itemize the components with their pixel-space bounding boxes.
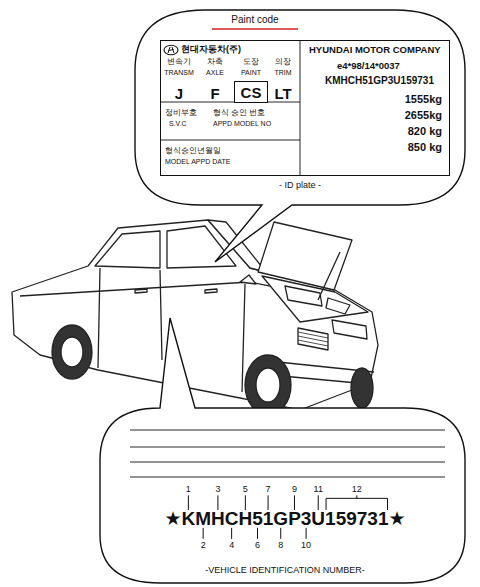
plate-text: TRIM: [274, 69, 291, 77]
callout-tick: [188, 495, 189, 510]
wheel: [245, 355, 291, 415]
paint-code-box: CS: [234, 81, 268, 103]
callout-number: 4: [229, 540, 234, 550]
plate-text: KMHCH51GP3U159731: [325, 75, 434, 87]
callout-tick: [245, 495, 246, 510]
callout-bubble: [100, 318, 465, 583]
callout-number: 3: [215, 484, 220, 494]
plate-text: e4*98/14*0037: [337, 61, 400, 72]
car-body: [12, 220, 378, 410]
callout-tick: [217, 495, 218, 510]
plate-text: 변속기: [167, 58, 191, 67]
vin-text: ★KMHCH51GP3U159731★: [164, 508, 405, 530]
id-plate: 현대자동차(주) HYUNDAI MOTOR COMPANY 변속기 차축 도장 의장 TR…: [160, 40, 450, 176]
plate-text: 도장: [243, 58, 259, 67]
plate-text: 정비부호: [165, 109, 197, 118]
wheel: [351, 368, 373, 408]
door-handle: [135, 289, 217, 293]
plate-text: 차축: [207, 58, 223, 67]
plate-text: J: [175, 85, 183, 102]
plate-caption: - ID plate -: [279, 180, 321, 190]
hyundai-logo: [164, 45, 178, 55]
callout-number: 9: [292, 484, 297, 494]
plate-divider: [300, 40, 301, 176]
headlight: [332, 320, 367, 339]
callout-tick: [318, 495, 319, 510]
plate-text: 850 kg: [408, 141, 442, 154]
plate-text: MODEL APPD DATE: [165, 158, 230, 166]
grille: [298, 328, 328, 350]
callout-tick: [257, 528, 258, 539]
callout-number: 6: [255, 540, 260, 550]
plate-text: TRANSM: [164, 69, 194, 77]
wheel-rim: [256, 368, 280, 402]
callout-number: 10: [301, 540, 311, 550]
hood-prop: [318, 252, 340, 300]
plate-text: F: [210, 85, 219, 102]
plate-text: 2655kg: [405, 109, 442, 122]
plate-text: 1555kg: [405, 93, 442, 106]
ruled-line: [130, 462, 445, 463]
vin-caption: -VEHICLE IDENTIFICATION NUMBER-: [205, 565, 364, 575]
callout-number: 2: [201, 540, 206, 550]
callout-tick: [268, 495, 269, 510]
callout-tick: [203, 528, 204, 539]
plate-text: APPD MODEL NO: [213, 120, 271, 128]
callout-bubble: [135, 10, 465, 262]
plate-text: AXLE: [206, 69, 224, 77]
callout-tick: [294, 495, 295, 510]
wheel: [52, 325, 92, 379]
plate-rule: [160, 140, 300, 141]
callout-tick: [231, 528, 232, 539]
engine: [285, 286, 350, 314]
mirror: [240, 275, 256, 284]
callout-number: 12: [352, 484, 362, 494]
paint-code: CS: [235, 84, 267, 101]
callout-number: 5: [243, 484, 248, 494]
plate-text: HYUNDAI MOTOR COMPANY: [309, 45, 441, 56]
plate-text: 현대자동차(주): [181, 44, 241, 54]
plate-text: 형식승인년월일: [165, 147, 221, 156]
callout-number: 1: [186, 484, 191, 494]
ruled-line: [130, 430, 445, 431]
grille-bars: [298, 332, 328, 346]
plate-text: S.V.C: [169, 120, 187, 128]
plate-text: LT: [274, 85, 291, 102]
plate-text: 820 kg: [408, 125, 442, 138]
wheel-rim: [61, 337, 83, 367]
plate-text: PAINT: [241, 69, 261, 77]
callout-number: 8: [278, 540, 283, 550]
hyundai-logo: [168, 47, 174, 53]
paint-code-underline: [212, 28, 298, 30]
paint-code-label: Paint code: [231, 14, 278, 26]
ruled-line: [130, 447, 445, 448]
plate-text: 의장: [275, 58, 291, 67]
callout-number: 11: [314, 484, 323, 494]
plate-text: 형식 승인 번호: [213, 109, 265, 118]
ruled-line: [130, 477, 445, 478]
callout-number: 7: [266, 484, 271, 494]
callout-tick: [280, 528, 281, 539]
car-window: [95, 231, 160, 268]
callout-tick: [306, 528, 307, 539]
